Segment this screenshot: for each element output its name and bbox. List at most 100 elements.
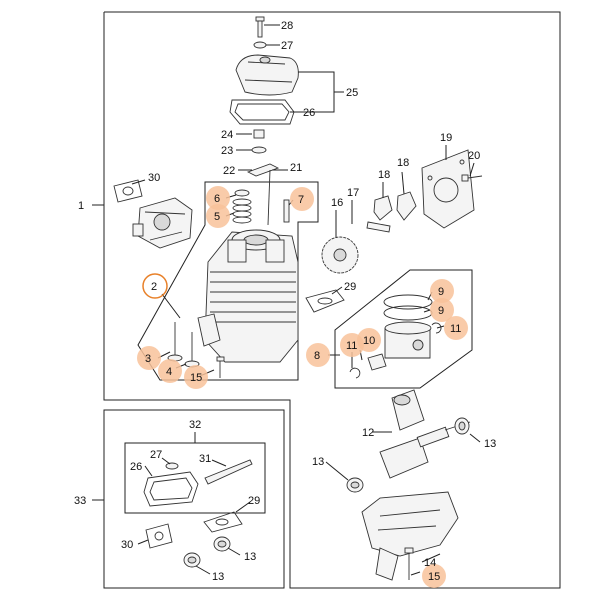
axle-part-17 (366, 221, 391, 233)
callout-13-left: 13 (312, 456, 324, 468)
callout-31: 31 (199, 453, 211, 465)
highlight-8 (306, 343, 330, 367)
gasket-part-30 (113, 179, 143, 203)
callout-21: 21 (290, 162, 302, 174)
callout-16: 16 (331, 197, 343, 209)
highlight-markers (137, 186, 468, 588)
callout-29-kit: 29 (248, 495, 260, 507)
callout-29-top: 29 (344, 281, 356, 293)
highlight-4 (158, 359, 182, 383)
retainer-part-6 (234, 189, 250, 197)
callout-23: 23 (221, 145, 233, 157)
kit-rod-part-31 (204, 459, 253, 485)
screw-part-15-crankcase (404, 547, 414, 580)
rocker-arm-part-18a (373, 195, 393, 221)
callout-18-right: 18 (397, 157, 409, 169)
callout-20: 20 (468, 150, 480, 162)
screw-part-15-cylinder (216, 356, 225, 378)
bolt-part-7 (283, 199, 290, 223)
circlip-part-11b (349, 367, 361, 379)
callout-1: 1 (78, 200, 84, 212)
rod-part-21 (267, 169, 271, 226)
callout-6: 6 (214, 193, 220, 205)
kit-gasket-part-30 (145, 523, 173, 549)
callout-11-right: 11 (450, 323, 461, 335)
callout-30-top: 30 (148, 172, 160, 184)
nut-part-24 (253, 129, 265, 139)
callout-32: 32 (189, 419, 201, 431)
callout-25: 25 (346, 87, 358, 99)
cover-part-19 (421, 149, 475, 229)
guide-plate-part-22 (246, 163, 280, 177)
callout-26-top: 26 (303, 107, 315, 119)
kit-nut-part-27 (165, 462, 179, 470)
callout-27-kit: 27 (150, 449, 162, 461)
gasket-part-29 (305, 289, 345, 313)
valve-cover-part (235, 54, 299, 96)
leader-lines (131, 24, 481, 576)
crankcase-part-14 (361, 491, 459, 581)
piston-part (384, 321, 432, 359)
bolt-part-28 (255, 16, 265, 38)
callout-27-top: 27 (281, 40, 293, 52)
callout-13-kit-bottom: 13 (212, 571, 224, 583)
piston-ring-part-9a (383, 294, 433, 310)
highlight-15a (184, 365, 208, 389)
highlight-ring-2 (142, 273, 168, 299)
callout-17: 17 (347, 187, 359, 199)
spring-part-5 (232, 198, 252, 224)
callout-13-right: 13 (484, 438, 496, 450)
piston-pin-part-10 (367, 353, 387, 371)
callout-2: 2 (151, 281, 157, 293)
callout-7: 7 (298, 194, 304, 206)
callout-4: 4 (166, 366, 172, 378)
frame-lines (92, 11, 561, 589)
screw-part-20 (461, 174, 483, 182)
callout-3: 3 (145, 353, 151, 365)
piston-ring-part-9b (383, 305, 433, 321)
circlip-part-11a (431, 322, 442, 334)
crankshaft-part-12 (379, 389, 471, 479)
callout-22: 22 (223, 165, 235, 177)
cylinder-part (197, 229, 299, 363)
callout-26-kit: 26 (130, 461, 142, 473)
callout-19: 19 (440, 132, 452, 144)
highlight-10 (357, 328, 381, 352)
highlight-6 (206, 186, 230, 210)
valve-part-4 (184, 332, 200, 368)
kit-gasket-part-26 (143, 471, 199, 507)
highlight-9a (430, 279, 454, 303)
highlight-7 (290, 187, 314, 211)
callout-15-crankcase: 15 (428, 571, 440, 583)
gasket-part-26 (229, 99, 295, 125)
highlight-11a (444, 316, 468, 340)
callout-9-upper: 9 (438, 286, 444, 298)
callout-11-left: 11 (346, 340, 357, 352)
callout-14: 14 (424, 557, 436, 569)
callout-18-left: 18 (378, 169, 390, 181)
callout-30-kit: 30 (121, 539, 133, 551)
highlight-5 (206, 204, 230, 228)
carburetor-part (132, 197, 193, 249)
callout-15-cylinder: 15 (190, 372, 202, 384)
highlight-15b (422, 564, 446, 588)
callout-13-kit-right: 13 (244, 551, 256, 563)
highlight-3 (137, 346, 161, 370)
callout-5: 5 (214, 211, 220, 223)
callout-24: 24 (221, 129, 233, 141)
callout-9-lower: 9 (438, 305, 444, 317)
callout-12: 12 (362, 427, 374, 439)
callout-28: 28 (281, 20, 293, 32)
callout-8: 8 (314, 350, 320, 362)
callout-33: 33 (74, 495, 86, 507)
rocker-arm-part-18b (396, 191, 417, 221)
highlight-9b (430, 298, 454, 322)
callout-labels: 28 27 25 26 24 23 22 21 30 1 6 5 7 16 17… (74, 20, 496, 583)
washer-part-23 (251, 146, 267, 154)
parts-drawings (113, 16, 483, 581)
callout-10: 10 (363, 335, 375, 347)
washer-part-27 (253, 41, 267, 49)
kit-gasket-part-29 (203, 511, 243, 533)
valve-part-3 (167, 322, 183, 362)
